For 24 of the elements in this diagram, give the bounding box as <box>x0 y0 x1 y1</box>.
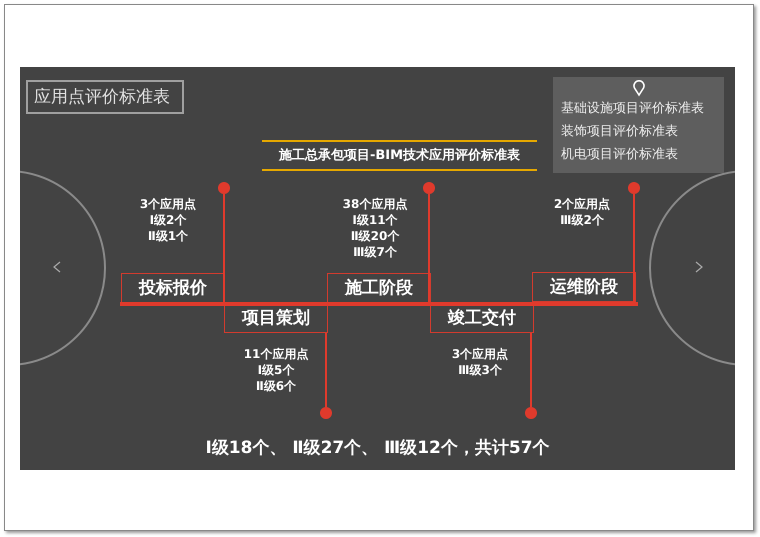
marker-dot <box>525 407 537 419</box>
marker-dot <box>628 182 640 194</box>
connector-line <box>427 194 431 303</box>
marker-dot <box>423 182 435 194</box>
menu-item: 装饰项目评价标准表 <box>561 123 679 141</box>
menu-item: 基础设施项目评价标准表 <box>561 100 705 118</box>
connector-line <box>529 333 533 407</box>
stage-box: 运维阶段 <box>532 272 636 302</box>
summary-text: Ⅰ级18个、 Ⅱ级27个、 Ⅲ级12个，共计57个 <box>204 437 551 459</box>
connector-line <box>324 333 328 407</box>
timeline-bar <box>120 302 638 306</box>
slide-title: 施工总承包项目-BIM技术应用评价标准表 <box>262 140 537 171</box>
connector-line <box>632 194 636 302</box>
marker-dot <box>218 182 230 194</box>
count-text: 11个应用点 Ⅰ级5个 Ⅱ级6个 <box>242 346 310 394</box>
title-box: 应用点评价标准表 <box>26 80 184 114</box>
count-text: 3个应用点 Ⅰ级2个 Ⅱ级1个 <box>138 196 198 244</box>
count-text: 38个应用点 Ⅰ级11个 Ⅱ级20个 Ⅲ级7个 <box>342 196 408 260</box>
marker-dot <box>320 407 332 419</box>
count-text: 2个应用点 Ⅲ级2个 <box>552 196 612 228</box>
connector-line <box>222 194 226 303</box>
menu-panel <box>553 77 724 173</box>
count-text: 3个应用点 Ⅲ级3个 <box>450 346 510 378</box>
menu-item: 机电项目评价标准表 <box>561 146 679 164</box>
